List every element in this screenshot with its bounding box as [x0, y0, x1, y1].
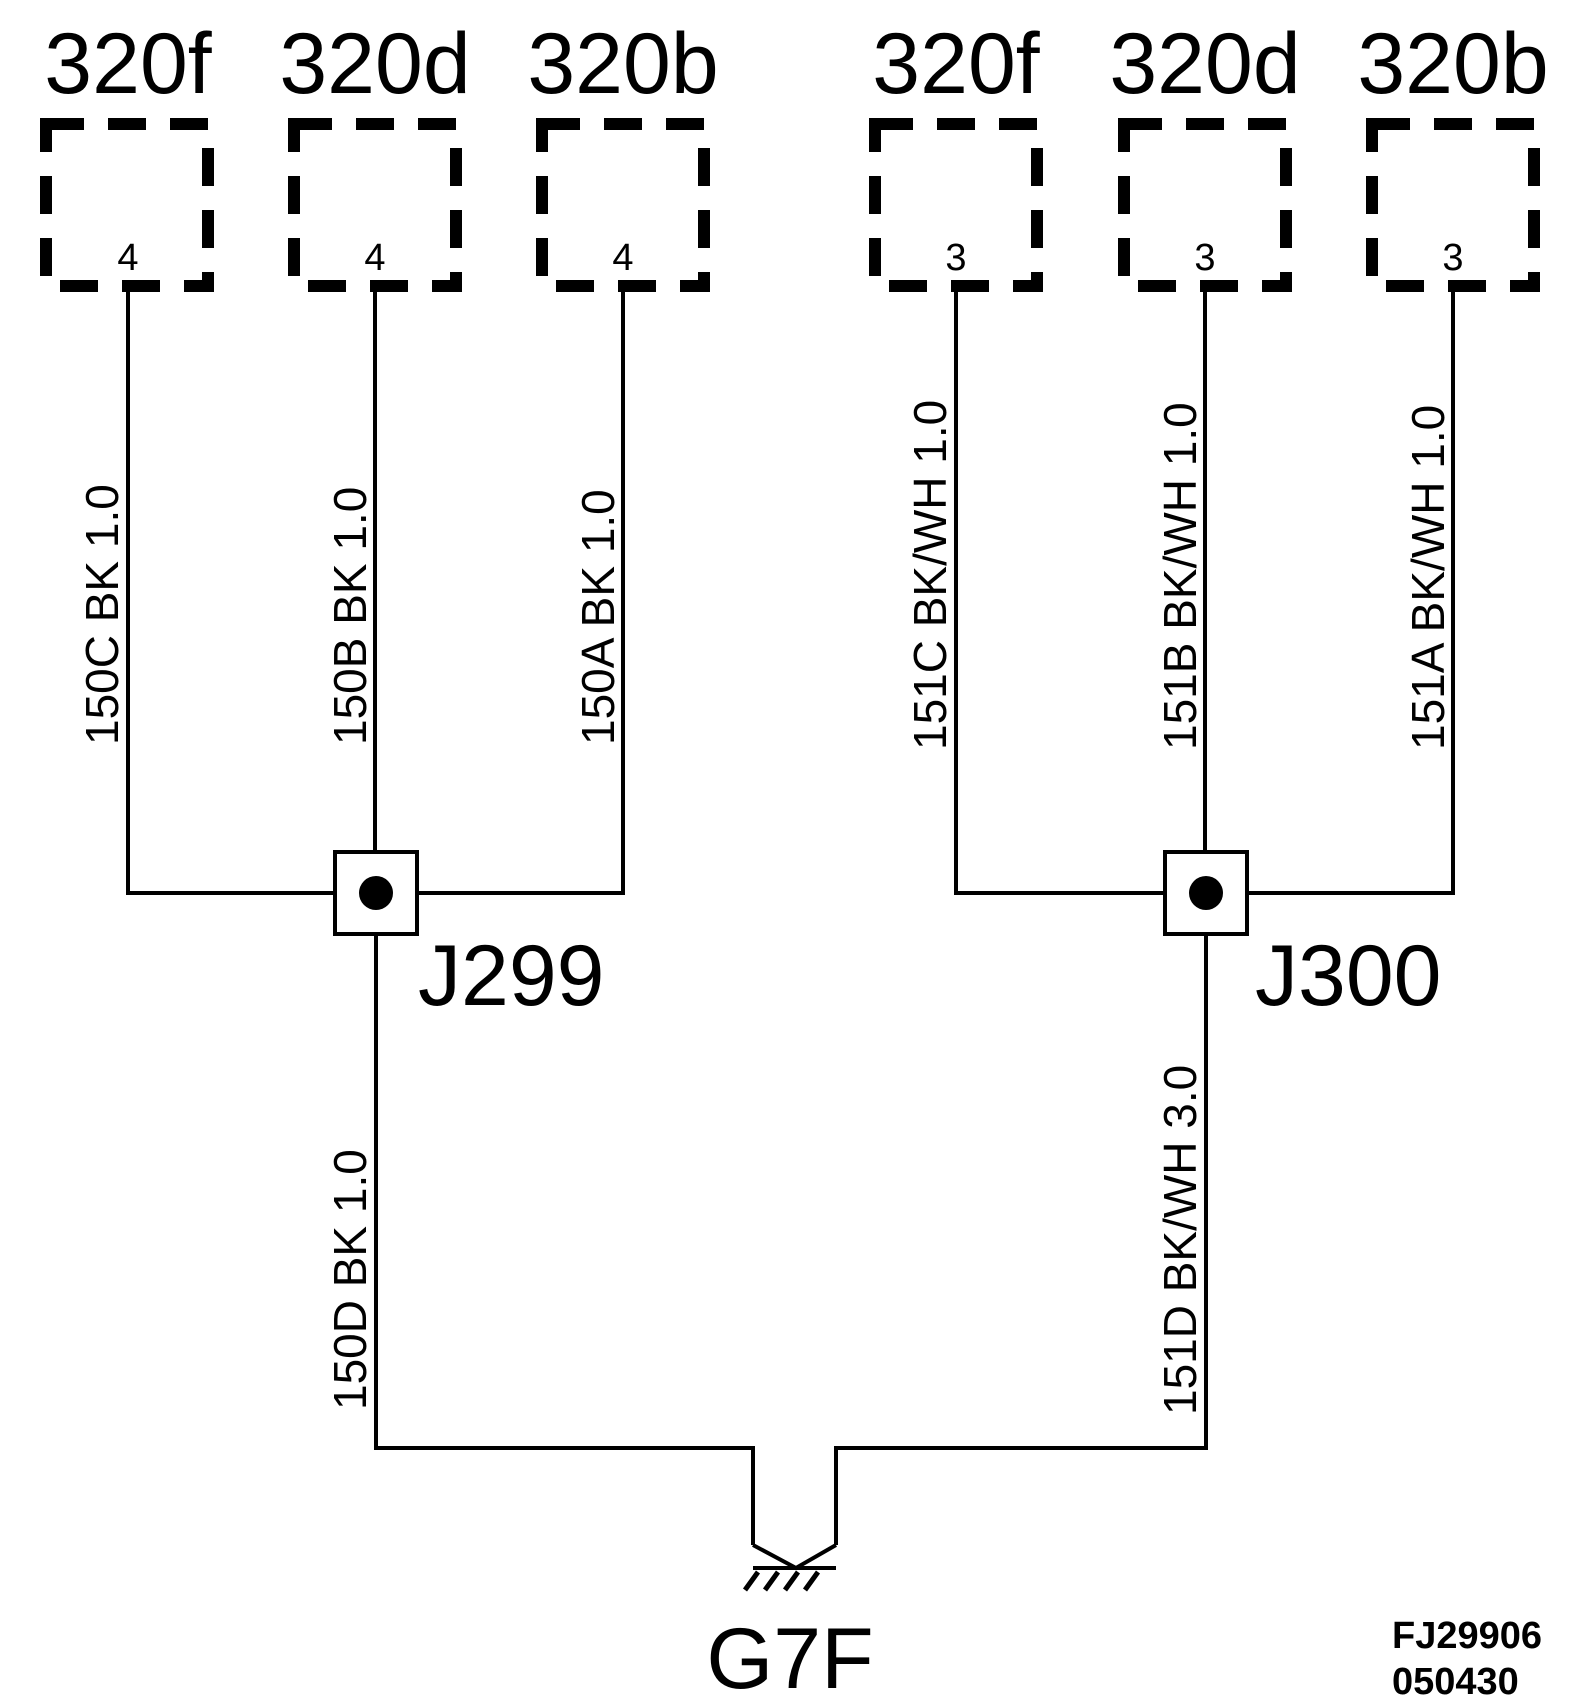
wire-path — [834, 934, 1208, 1545]
ground-g7f[interactable]: G7F — [706, 1543, 874, 1706]
connector-name: 320f — [872, 16, 1040, 112]
junction-label: J300 — [1255, 928, 1442, 1024]
pin-number: 3 — [1194, 237, 1215, 279]
connector-name: 320d — [279, 16, 470, 112]
connector-320d-right[interactable]: 320d 3 — [1109, 16, 1301, 292]
connector-name: 320b — [1357, 16, 1548, 112]
wire-label: 150C BK 1.0 — [76, 484, 128, 745]
wire-path — [374, 934, 755, 1545]
wire-label: 150D BK 1.0 — [324, 1149, 376, 1410]
connector-320b-left[interactable]: 320b 4 — [527, 16, 719, 292]
wire-path — [954, 286, 1455, 895]
reference-code: FJ29906 050430 — [1392, 1615, 1542, 1703]
wire-path — [126, 286, 625, 895]
connector-320b-right[interactable]: 320b 3 — [1357, 16, 1549, 292]
reference-code-text: FJ29906 — [1392, 1615, 1542, 1657]
connector-320f-right[interactable]: 320f 3 — [869, 16, 1043, 292]
right-group: 320f 3 320d 3 320b 3 151C BK/WH 1.0 151B… — [834, 16, 1549, 1545]
left-group: 320f 4 320d 4 320b 4 150C BK 1.0 150B BK… — [40, 16, 755, 1545]
junction-dot — [359, 876, 393, 910]
pin-number: 4 — [364, 237, 385, 279]
reference-date-text: 050430 — [1392, 1661, 1519, 1703]
junction-j299[interactable]: J299 — [333, 850, 605, 1024]
connector-name: 320d — [1109, 16, 1300, 112]
pin-number: 4 — [117, 237, 138, 279]
wire-label: 151C BK/WH 1.0 — [904, 400, 956, 750]
pin-number: 4 — [612, 237, 633, 279]
wire-label: 151D BK/WH 3.0 — [1154, 1065, 1206, 1415]
pin-number: 3 — [1442, 237, 1463, 279]
ground-symbol-icon — [742, 1543, 837, 1592]
connector-320f-left[interactable]: 320f 4 — [40, 16, 214, 292]
wire-label: 150B BK 1.0 — [324, 487, 376, 745]
connector-name: 320b — [527, 16, 718, 112]
ground-label: G7F — [706, 1611, 873, 1706]
junction-j300[interactable]: J300 — [1163, 850, 1442, 1024]
connector-320d-left[interactable]: 320d 4 — [279, 16, 471, 292]
wire-label: 150A BK 1.0 — [572, 489, 624, 745]
junction-dot — [1189, 876, 1223, 910]
junction-label: J299 — [418, 928, 605, 1024]
wire-label: 151B BK/WH 1.0 — [1154, 402, 1206, 750]
pin-number: 3 — [945, 237, 966, 279]
wire-label: 151A BK/WH 1.0 — [1402, 405, 1454, 750]
connector-name: 320f — [44, 16, 212, 112]
